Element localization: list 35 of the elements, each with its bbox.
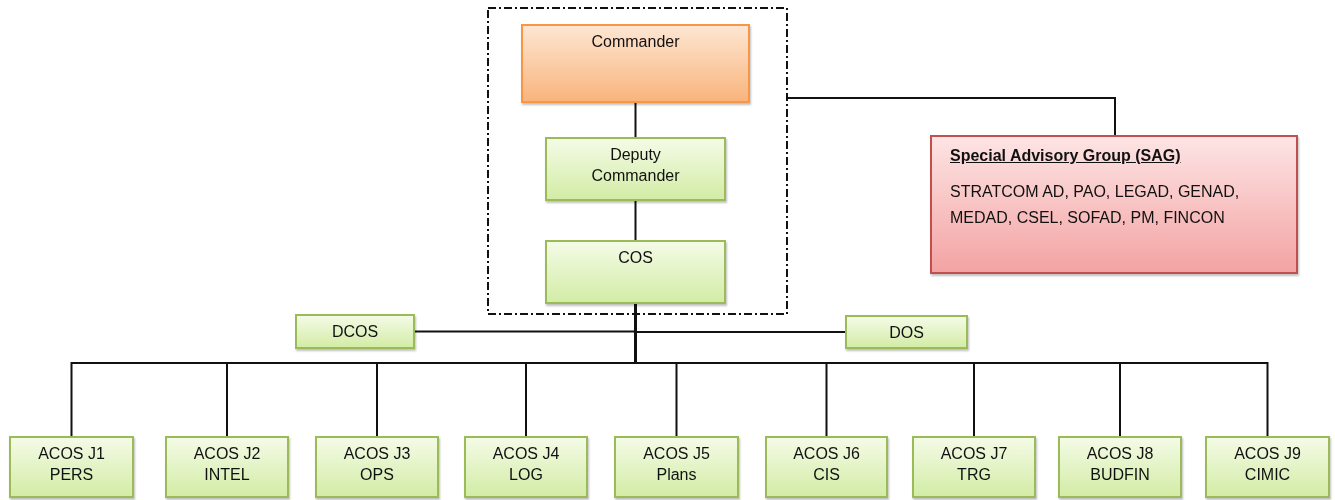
- position-title: DCOS: [331, 322, 379, 342]
- position-box: [614, 436, 739, 498]
- position-title: ACOS J6 CIS: [792, 444, 861, 485]
- group-heading: Special Advisory Group (SAG): [950, 147, 1182, 165]
- position-box: [1058, 436, 1182, 498]
- connector-line: [787, 97, 1116, 136]
- position-title: Commander: [591, 32, 680, 52]
- position-box: [295, 314, 415, 349]
- position-box: [545, 137, 726, 201]
- connector-line: [634, 102, 637, 138]
- position-title: ACOS J7 TRG: [939, 444, 1009, 485]
- position-box: [1205, 436, 1330, 498]
- position-title: ACOS J4 LOG: [491, 444, 561, 485]
- position-box: [545, 240, 726, 304]
- position-box: [912, 436, 1036, 498]
- position-title: ACOS J1 PERS: [37, 444, 106, 485]
- position-title: DOS: [889, 323, 924, 343]
- position-title: ACOS J3 OPS: [342, 444, 412, 485]
- connector-line: [634, 200, 637, 241]
- member-list: STRATCOM AD, PAO, LEGAD, GENAD, MEDAD, CSEL, SOFAD, PM, FINCON: [950, 179, 1250, 232]
- position-box: [315, 436, 439, 498]
- position-box: [165, 436, 289, 498]
- position-box: [9, 436, 134, 498]
- position-title: COS: [618, 248, 653, 268]
- dashed-group-frame: [487, 7, 788, 315]
- position-title: ACOS J9 CIMIC: [1233, 444, 1302, 485]
- position-box: [845, 315, 968, 349]
- commander-box: [521, 24, 750, 103]
- position-box: [765, 436, 888, 498]
- advisory-group-box: [930, 135, 1298, 274]
- position-title: ACOS J5 Plans: [642, 444, 711, 485]
- position-box: [464, 436, 588, 498]
- position-title: ACOS J8 BUDFIN: [1085, 444, 1155, 485]
- position-title: Deputy Commander: [590, 145, 681, 186]
- position-title: ACOS J2 INTEL: [192, 444, 262, 485]
